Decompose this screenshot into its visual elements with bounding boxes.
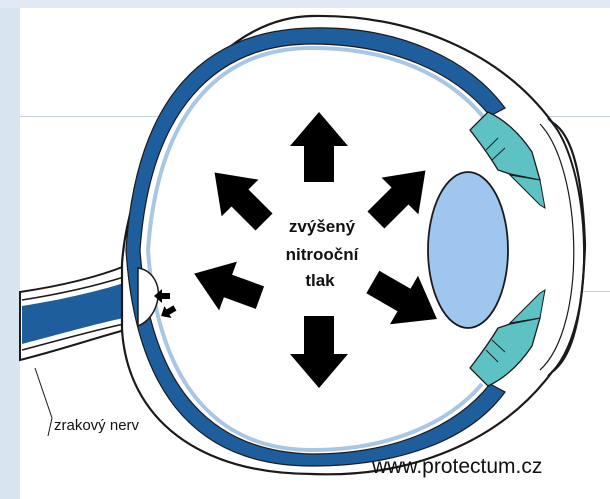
optic-nerve-callout: zrakový nerv: [35, 368, 140, 436]
pressure-label-line-1: zvýšený: [289, 217, 356, 236]
optic-nerve-label: zrakový nerv: [54, 417, 140, 434]
lens: [428, 172, 508, 328]
source-credit: www.protectum.cz: [372, 455, 542, 479]
pressure-label-line-2: nitrooční: [286, 245, 360, 264]
pressure-label-line-3: tlak: [305, 271, 335, 290]
